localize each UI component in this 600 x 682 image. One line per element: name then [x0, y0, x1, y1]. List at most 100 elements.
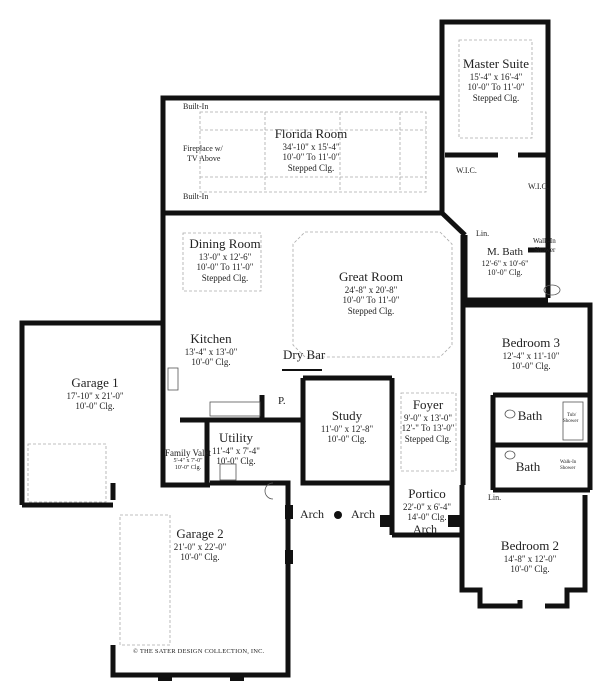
walk-in-shower-label-2: Shower	[560, 466, 576, 471]
built-in-label: Built-In	[183, 192, 209, 201]
room-size: 24'-8" x 20'-8"	[344, 284, 398, 295]
tub-shower-label: Tub/	[567, 413, 577, 418]
room-size: 14'-8" x 12'-0"	[503, 553, 557, 564]
room-name: Foyer	[412, 397, 444, 412]
room-size: 15'-4" x 16'-4"	[469, 71, 523, 82]
fixtures	[167, 284, 584, 500]
tub-shower-label-2: Shower	[563, 419, 579, 424]
columns	[158, 505, 460, 681]
room-kitchen: Kitchen 13'-4" x 13'-0" 10'-0" Clg.	[184, 331, 238, 368]
room-size: 22'-0" x 6'-4"	[402, 501, 452, 512]
room-size: 9'-0" x 13'-0"	[403, 412, 453, 423]
room-portico: Portico 22'-0" x 6'-4" 14'-0" Clg.	[402, 486, 452, 523]
room-note: Stepped Clg.	[201, 272, 249, 283]
arch-label: Arch	[413, 522, 437, 536]
room-m-bath: M. Bath 12'-6" x 10'-6" 10'-0" Clg.	[482, 246, 529, 277]
room-ceiling: 10'-0" Clg.	[174, 465, 202, 472]
arch-label: Arch	[300, 507, 324, 521]
room-note: Stepped Clg.	[472, 92, 520, 103]
room-size: 12'-6" x 10'-6"	[481, 258, 529, 268]
room-name: Garage 2	[176, 526, 224, 541]
room-name: Bedroom 3	[501, 335, 561, 350]
room-size: 11'-0" x 12'-8"	[320, 423, 374, 434]
ceiling-outlines	[27, 39, 533, 646]
room-garage-1: Garage 1 17'-10" x 21'-0" 10'-0" Clg.	[66, 375, 124, 412]
walk-in-shower-label: Walk-In	[533, 237, 556, 245]
room-bath-a: Bath	[517, 408, 543, 424]
arch-label: Arch	[351, 507, 375, 521]
walk-in-shower-label-2: Shower	[534, 246, 556, 254]
room-name: Study	[331, 408, 363, 423]
room-name: Bedroom 2	[500, 538, 560, 553]
room-ceiling: 12'-" To 13'-0"	[401, 423, 455, 434]
linen-label: Lin.	[476, 229, 490, 238]
garage2-pad	[119, 514, 171, 646]
room-name: Portico	[408, 486, 446, 501]
room-ceiling: 10'-0" To 11'-0"	[196, 262, 254, 273]
room-dining-room: Dining Room 13'-0" x 12'-6" 10'-0" To 11…	[189, 236, 261, 283]
room-name: Family Valet	[164, 448, 212, 458]
room-ceiling: 10'-0" Clg.	[75, 401, 115, 412]
room-note: Stepped Clg.	[287, 162, 335, 173]
room-note: Stepped Clg.	[347, 305, 395, 316]
room-ceiling: 10'-0" To 11'-0"	[342, 295, 400, 306]
room-size: 34'-10" x 15'-4"	[282, 141, 340, 152]
room-foyer: Foyer 9'-0" x 13'-0" 12'-" To 13'-0" Ste…	[401, 397, 455, 444]
florida-ceiling	[199, 111, 427, 193]
pantry-label: P.	[278, 395, 286, 407]
room-ceiling: 10'-0" Clg.	[327, 434, 367, 445]
room-bath-b: Bath	[515, 459, 541, 475]
room-note: Stepped Clg.	[404, 433, 452, 444]
room-family-valet: Family Valet 5'-4" x 7'-0" 10'-0" Clg.	[165, 448, 211, 472]
room-garage-2: Garage 2 21'-0" x 22'-0" 10'-0" Clg.	[174, 526, 227, 563]
room-size: 11'-4" x 7'-4"	[212, 445, 260, 456]
fireplace-label: Fireplace w/	[183, 144, 223, 153]
room-name: Great Room	[339, 269, 403, 284]
room-size: 5'-4" x 7'-0"	[173, 458, 203, 465]
room-ceiling: 10'-0" Clg.	[510, 564, 550, 575]
dry-bar-label: Dry Bar	[283, 347, 326, 362]
room-name: Utility	[219, 430, 253, 445]
room-ceiling: 10'-0" Clg.	[511, 361, 551, 372]
foyer-ceiling	[400, 392, 457, 472]
room-name: Dining Room	[189, 236, 261, 251]
master-ceiling	[458, 39, 533, 139]
wic-left-label: W.I.C.	[456, 166, 477, 175]
room-ceiling: 14'-0" Clg.	[407, 512, 447, 523]
room-size: 13'-4" x 13'-0"	[184, 346, 238, 357]
room-bedroom-2: Bedroom 2 14'-8" x 12'-0" 10'-0" Clg.	[500, 538, 560, 575]
room-ceiling: 10'-0" Clg.	[180, 552, 220, 563]
room-study: Study 11'-0" x 12'-8" 10'-0" Clg.	[320, 408, 374, 445]
garage1-pad	[27, 443, 107, 503]
room-ceiling: 10'-0" Clg.	[487, 267, 523, 277]
room-ceiling: 10'-0" To 11'-0"	[467, 82, 525, 93]
fireplace-label-2: TV Above	[187, 154, 221, 163]
room-name: Garage 1	[71, 375, 119, 390]
room-great-room: Great Room 24'-8" x 20'-8" 10'-0" To 11'…	[339, 269, 403, 316]
great-room-ceiling	[292, 231, 453, 358]
room-utility: Utility 11'-4" x 7'-4" 10'-0" Clg.	[212, 430, 260, 467]
room-name: Florida Room	[274, 126, 348, 141]
room-name: M. Bath	[486, 246, 524, 258]
room-name: Bath	[515, 459, 541, 474]
room-bedroom-3: Bedroom 3 12'-4" x 11'-10" 10'-0" Clg.	[501, 335, 561, 372]
linen-label: Lin.	[488, 493, 502, 502]
room-name: Kitchen	[190, 331, 232, 346]
wic-right-label: W.I.C.	[528, 182, 549, 191]
room-name: Bath	[517, 408, 543, 423]
room-master-suite: Master Suite 15'-4" x 16'-4" 10'-0" To 1…	[462, 56, 530, 103]
room-florida-room: Florida Room 34'-10" x 15'-4" 10'-0" To …	[274, 126, 348, 173]
dining-ceiling	[182, 232, 262, 292]
room-size: 13'-0" x 12'-6"	[198, 251, 252, 262]
room-size: 12'-4" x 11'-10"	[502, 350, 560, 361]
room-name: Master Suite	[462, 56, 530, 71]
copyright-notice: © THE SATER DESIGN COLLECTION, INC.	[133, 648, 265, 655]
column-round	[334, 511, 342, 519]
walk-in-shower-label: Walk-In	[560, 460, 577, 465]
room-size: 17'-10" x 21'-0"	[66, 390, 124, 401]
built-in-label: Built-In	[183, 102, 209, 111]
room-ceiling: 10'-0" Clg.	[216, 456, 256, 467]
room-ceiling: 10'-0" Clg.	[191, 357, 231, 368]
